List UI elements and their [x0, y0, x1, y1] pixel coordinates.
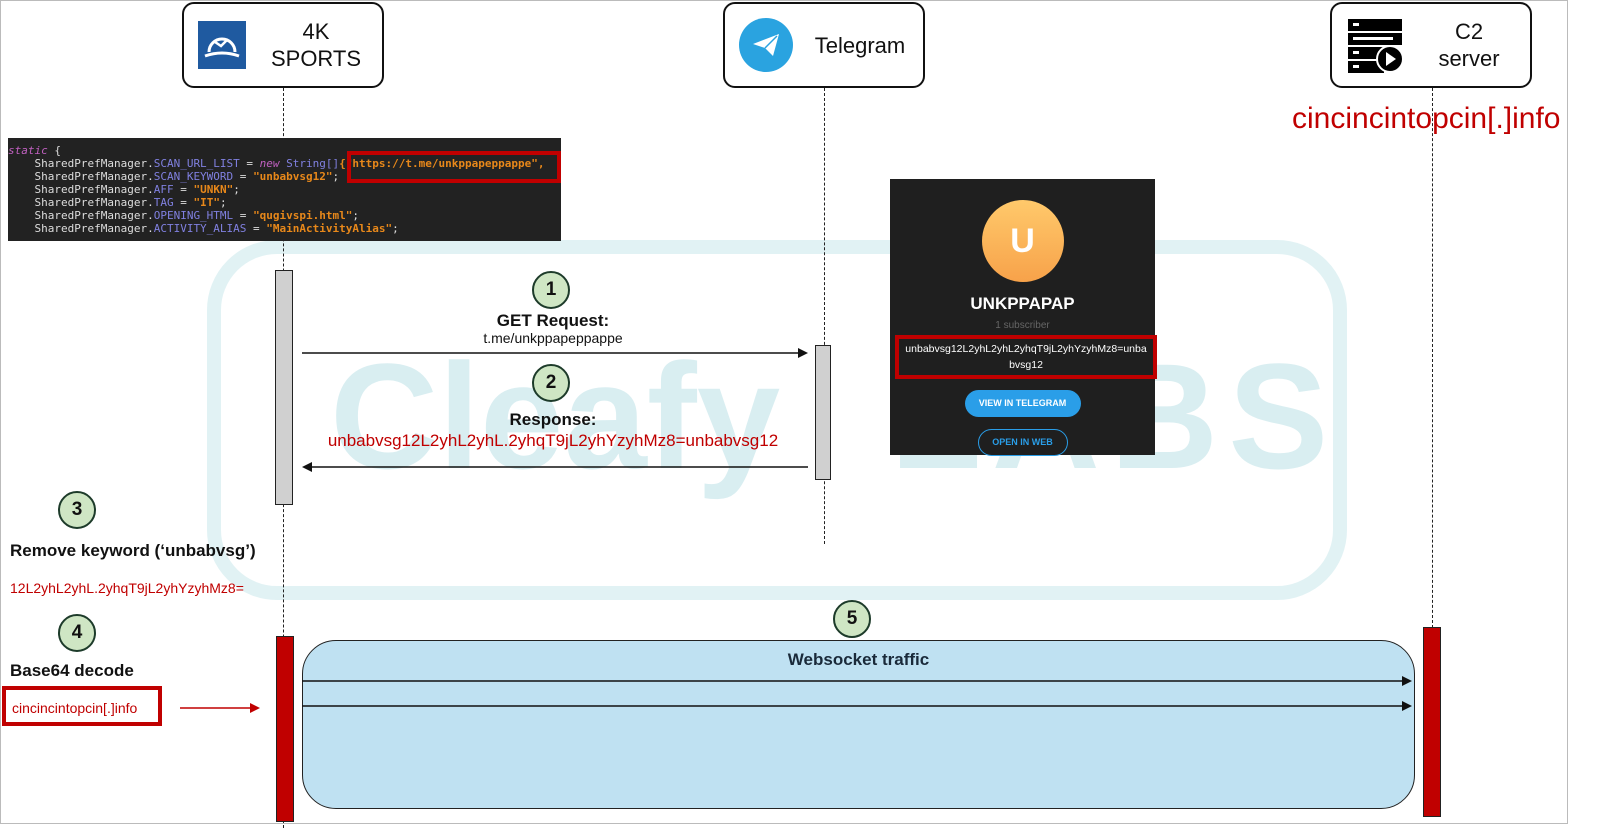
code-line: SharedPrefManager.SCAN_URL_LIST = new St…	[8, 157, 545, 170]
step-1-detail: t.me/unkppapeppappe	[483, 330, 623, 346]
step-3-detail: 12L2yhL2yhL.2yhqT9jL2yhYzyhMz8=	[10, 580, 244, 596]
watermark-left: Cleafy	[330, 332, 781, 500]
telegram-paper-plane-icon	[739, 18, 793, 72]
telegram-channel-card: U UNKPPAPAP 1 subscriber unbabvsg12L2yhL…	[890, 179, 1157, 456]
server-play-icon	[1346, 15, 1404, 75]
get-request-arrow	[302, 348, 808, 358]
activation-c2-ws	[1423, 627, 1441, 817]
step-1-badge: 1	[532, 271, 570, 309]
step-3-badge: 3	[58, 491, 96, 529]
code-line: static {	[8, 144, 61, 157]
subscriber-count: 1 subscriber	[995, 320, 1050, 331]
channel-title: UNKPPAPAP	[970, 294, 1075, 313]
actor-telegram: Telegram	[723, 2, 925, 88]
code-line: SharedPrefManager.AFF = "UNKN";	[8, 183, 240, 196]
code-line: SharedPrefManager.SCAN_KEYWORD = "unbabv…	[8, 170, 340, 183]
soccer-ball-logo-icon	[198, 21, 246, 69]
channel-avatar: U	[981, 200, 1064, 282]
step-2-title: Response:	[509, 410, 597, 429]
websocket-arrow-1	[302, 676, 1412, 686]
actor-c2-server: C2 server	[1330, 2, 1532, 88]
view-in-telegram-button[interactable]: VIEW IN TELEGRAM	[964, 390, 1081, 417]
step-4-badge: 4	[58, 614, 96, 652]
step-2-detail: unbabvsg12L2yhL2yhL.2yhqT9jL2yhYzyhMz8=u…	[327, 431, 779, 450]
activation-4k-sports-ws	[276, 636, 294, 822]
activation-telegram	[815, 345, 831, 480]
websocket-traffic-region	[302, 640, 1415, 809]
diagram-frame	[0, 0, 1568, 824]
code-snippet: static { SharedPrefManager.SCAN_URL_LIST…	[8, 138, 561, 241]
c2-domain: cincincintopcin[.]info	[1292, 102, 1561, 135]
decoded-domain-box: cincincintopcin[.]info	[2, 686, 162, 726]
code-line: SharedPrefManager.ACTIVITY_ALIAS = "Main…	[8, 222, 399, 235]
step-2-badge: 2	[532, 364, 570, 402]
actor-label: C2 server	[1438, 19, 1500, 71]
websocket-arrow-2	[302, 701, 1412, 711]
decode-arrow	[180, 703, 260, 713]
step-5-badge: 5	[833, 600, 871, 638]
open-in-web-button[interactable]: OPEN IN WEB	[977, 429, 1068, 456]
step-4-title: Base64 decode	[10, 661, 134, 680]
url-highlight-box	[347, 151, 561, 183]
lifeline-telegram	[824, 88, 825, 544]
code-line: SharedPrefManager.OPENING_HTML = "qugivs…	[8, 209, 360, 222]
actor-label: Telegram	[814, 32, 906, 58]
response-arrow	[302, 462, 808, 472]
activation-4k-sports	[275, 270, 293, 505]
step-3-title: Remove keyword (‘unbabvsg’)	[10, 541, 256, 560]
channel-description: unbabvsg12L2yhL2yhL2yhqT9jL2yhYzyhMz8=un…	[895, 335, 1157, 379]
code-line: SharedPrefManager.TAG = "IT";	[8, 196, 227, 209]
step-1-title: GET Request:	[496, 311, 610, 330]
websocket-title: Websocket traffic	[787, 650, 930, 669]
lifeline-c2	[1432, 88, 1433, 633]
